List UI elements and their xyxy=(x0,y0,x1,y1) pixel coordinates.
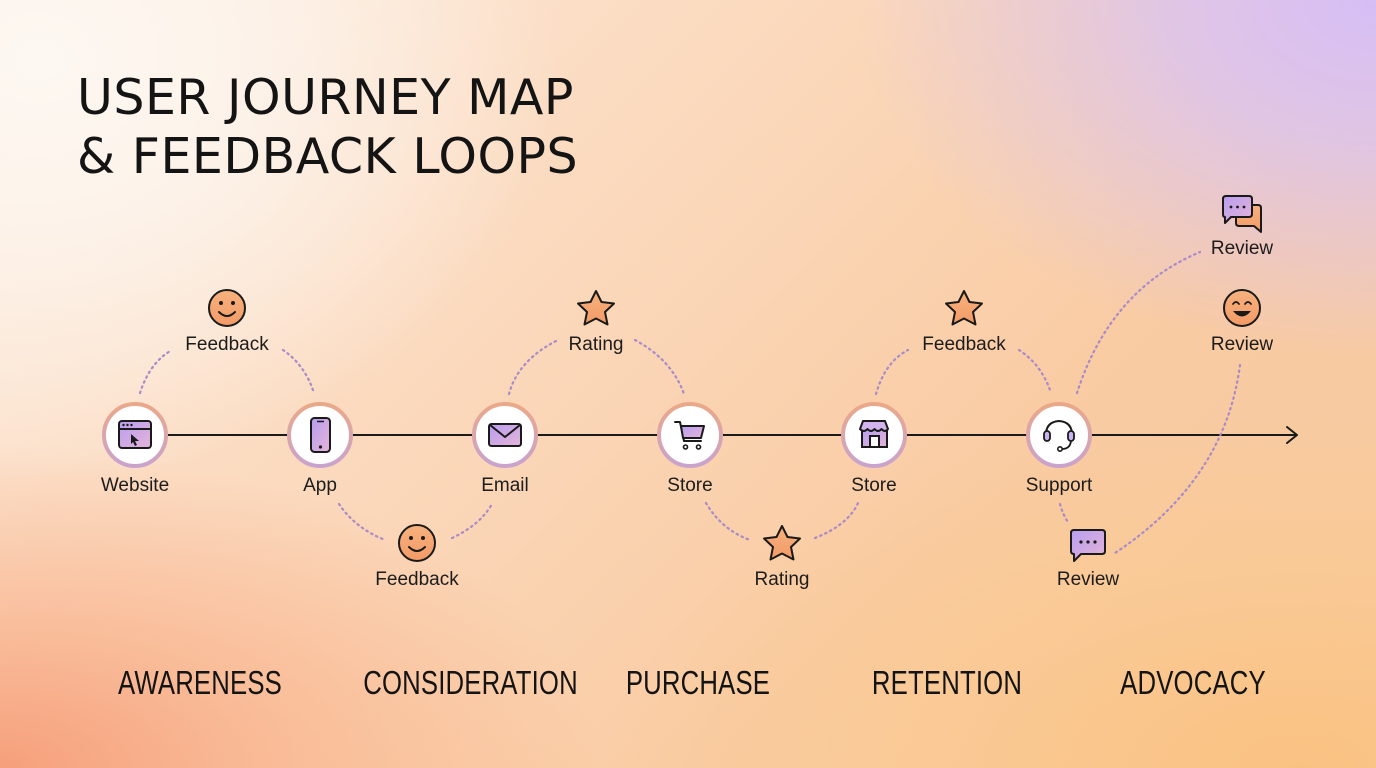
connector-review-loop xyxy=(1113,363,1242,555)
connector-feedback-support xyxy=(1017,348,1053,395)
feedback-label: Review xyxy=(1211,238,1274,259)
touchpoint-store-cart[interactable] xyxy=(657,402,723,468)
connector-website-feedback xyxy=(138,348,174,395)
touchpoint-label: Support xyxy=(1026,475,1093,496)
feedback-node[interactable]: Rating xyxy=(569,290,624,355)
touchpoint-label: Store xyxy=(667,475,712,496)
feedback-label: Feedback xyxy=(375,569,459,590)
connector-rating-store2 xyxy=(813,501,860,540)
feedback-label: Review xyxy=(1211,334,1274,355)
touchpoint-label: Email xyxy=(481,475,529,496)
feedback-label: Rating xyxy=(569,334,624,355)
touchpoint-website[interactable] xyxy=(102,402,168,468)
connector-feedback-app xyxy=(281,348,316,395)
touchpoint-store-front[interactable] xyxy=(841,402,907,468)
touchpoint-email[interactable] xyxy=(472,402,538,468)
timeline-arrow-icon xyxy=(1286,426,1298,444)
stage-consideration: CONSIDERATION xyxy=(363,664,578,701)
star-icon xyxy=(577,290,615,326)
connector-email-rating xyxy=(507,338,560,396)
connector-store-rating xyxy=(704,501,752,542)
chat-bubble-icon xyxy=(1070,529,1106,562)
stage-advocacy: ADVOCACY xyxy=(1120,664,1266,701)
connector-feedback-email xyxy=(450,502,494,540)
smiley-icon xyxy=(208,289,246,327)
star-icon xyxy=(763,525,801,561)
touchpoint-app[interactable] xyxy=(287,402,353,468)
grin-icon xyxy=(1223,289,1261,327)
touchpoint-support[interactable] xyxy=(1026,402,1092,468)
feedback-node[interactable]: Feedback xyxy=(375,524,459,590)
smartphone-icon xyxy=(310,417,331,453)
title-line-2: & FEEDBACK LOOPS xyxy=(77,128,579,185)
feedback-node[interactable]: Rating xyxy=(755,525,810,590)
smiley-icon xyxy=(398,524,436,562)
connector-support-review-top xyxy=(1075,250,1202,395)
feedback-node[interactable]: Review xyxy=(1211,195,1274,259)
feedback-label: Rating xyxy=(755,569,810,590)
touchpoint-label: App xyxy=(303,475,337,496)
feedback-node[interactable]: Feedback xyxy=(185,289,269,355)
feedback-label: Feedback xyxy=(185,334,269,355)
stage-awareness: AWARENESS xyxy=(118,664,282,701)
touchpoint-label: Website xyxy=(101,475,169,496)
page-title: USER JOURNEY MAP & FEEDBACK LOOPS xyxy=(77,68,578,186)
connector-store-feedback xyxy=(874,348,910,396)
connector-rating-store xyxy=(633,338,686,396)
storefront-icon xyxy=(859,420,889,448)
feedback-label: Review xyxy=(1057,569,1120,590)
feedback-node[interactable]: Feedback xyxy=(922,290,1006,355)
feedback-connectors xyxy=(138,250,1242,555)
feedback-label: Feedback xyxy=(922,334,1006,355)
touchpoint-label: Store xyxy=(851,475,896,496)
stage-retention: RETENTION xyxy=(871,664,1023,701)
stage-purchase: PURCHASE xyxy=(625,664,771,701)
browser-cursor-icon xyxy=(118,420,152,449)
chat-bubbles-icon xyxy=(1222,195,1262,233)
feedback-node[interactable]: Review xyxy=(1211,289,1274,355)
headset-icon xyxy=(1043,419,1075,452)
connector-support-review xyxy=(1058,502,1070,524)
title-line-1: USER JOURNEY MAP xyxy=(77,69,574,126)
envelope-icon xyxy=(488,423,522,447)
star-icon xyxy=(945,290,983,326)
feedback-node[interactable]: Review xyxy=(1057,529,1120,590)
connector-app-feedback xyxy=(337,502,387,542)
shopping-cart-icon xyxy=(674,421,705,450)
